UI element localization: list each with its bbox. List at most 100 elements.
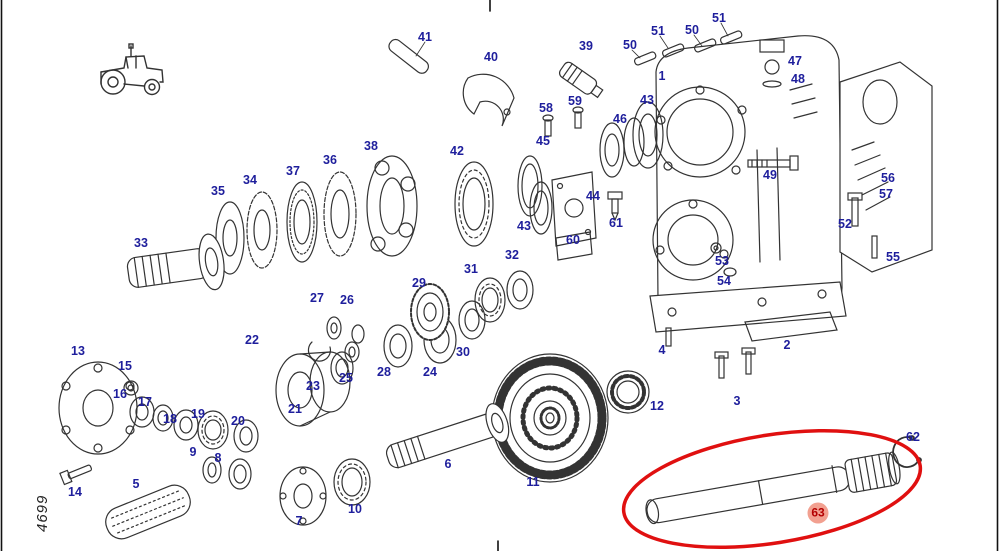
pins-50-51: [631, 22, 743, 66]
stud-55: [871, 235, 878, 259]
bolt-53: [710, 242, 722, 254]
part-label-28: 28: [377, 364, 391, 379]
ring-27: [326, 316, 342, 340]
part-label-57: 57: [879, 186, 893, 201]
housing-body: [652, 35, 843, 319]
side-housing: [839, 61, 933, 273]
ring-26: [351, 324, 365, 344]
part-label-49: 49: [763, 167, 777, 182]
part-label-55: 55: [886, 249, 900, 264]
part-label-30: 30: [456, 344, 470, 359]
stud-49: [747, 155, 799, 171]
clamp-40: [462, 73, 515, 127]
bearing-12: [606, 370, 650, 414]
valve-61: [607, 191, 623, 222]
part-label-23: 23: [306, 378, 320, 393]
part-label-56: 56: [881, 170, 895, 185]
ring-20: [233, 419, 259, 453]
ring-32: [506, 270, 534, 310]
part-label-10: 10: [348, 501, 362, 516]
part-label-45: 45: [536, 133, 550, 148]
part-label-20: 20: [231, 413, 245, 428]
part-label-36: 36: [323, 152, 337, 167]
part-label-31: 31: [464, 261, 478, 276]
part-label-3: 3: [733, 393, 741, 408]
part-label-60: 60: [566, 232, 580, 247]
shaft-33: [126, 233, 225, 291]
bolt-3b: [741, 347, 756, 375]
housing-flange: [649, 242, 847, 379]
part-label-5: 5: [132, 476, 140, 491]
bolt-59: [572, 106, 584, 129]
shaft-6: [385, 403, 510, 469]
part-label-40: 40: [484, 49, 498, 64]
bolt-52: [847, 192, 863, 227]
bearing-31: [474, 277, 506, 323]
ring-17: [152, 404, 174, 432]
part-label-1: 1: [658, 68, 666, 83]
part-label-33: 33: [134, 235, 148, 250]
part-label-18: 18: [163, 411, 177, 426]
snap-ring-22: [307, 341, 332, 362]
carrier-38: [366, 155, 418, 257]
ring-8: [228, 458, 252, 490]
part-label-50: 50: [685, 22, 699, 37]
part-label-59: 59: [568, 93, 582, 108]
part-label-48: 48: [791, 71, 805, 86]
gear-29: [410, 283, 450, 341]
part-label-24: 24: [423, 364, 437, 379]
part-label-29: 29: [412, 275, 426, 290]
ring-28: [383, 324, 413, 368]
part-label-54: 54: [717, 273, 731, 288]
disc-34: [246, 191, 278, 269]
part-label-19: 19: [191, 406, 205, 421]
part-label-51: 51: [651, 23, 665, 38]
part-label-43: 43: [640, 92, 654, 107]
part-label-39: 39: [579, 38, 593, 53]
part-label-32: 32: [505, 247, 519, 262]
part-label-37: 37: [286, 163, 300, 178]
part-label-35: 35: [211, 183, 225, 198]
ring-23: [330, 351, 354, 385]
part-label-8: 8: [214, 450, 222, 465]
part-label-52: 52: [838, 216, 852, 231]
part-label-25: 25: [339, 370, 353, 385]
plug-39: [558, 61, 604, 99]
part-label-7: 7: [295, 513, 303, 528]
pin-41: [388, 38, 429, 74]
pto-shaft-63: [645, 451, 901, 525]
part-label-15: 15: [118, 358, 132, 373]
part-label-17: 17: [138, 394, 152, 409]
part-label-6: 6: [444, 456, 452, 471]
part-label-50: 50: [623, 37, 637, 52]
drum-21: [275, 351, 351, 427]
bearing-10: [333, 458, 371, 506]
ring-9: [202, 456, 222, 484]
part-label-58: 58: [539, 100, 553, 115]
part-label-53: 53: [715, 253, 729, 268]
bearing-19: [197, 410, 229, 450]
part-label-27: 27: [310, 290, 324, 305]
sleeve-5: [105, 484, 191, 540]
plate-60: [555, 231, 593, 261]
part-label-21: 21: [288, 401, 302, 416]
highlight-ellipse: [621, 428, 923, 550]
part-label-2: 2: [783, 337, 791, 352]
part-label-51: 51: [712, 10, 726, 25]
part-label-9: 9: [189, 444, 197, 459]
part-label-22: 22: [245, 332, 259, 347]
part-label-12: 12: [650, 398, 664, 413]
part-label-44: 44: [586, 188, 600, 203]
stud-4: [665, 327, 672, 347]
bolt-3a: [714, 351, 729, 379]
ring-25: [344, 341, 360, 363]
part-label-13: 13: [71, 343, 85, 358]
part-label-4: 4: [658, 342, 666, 357]
part-label-42: 42: [450, 143, 464, 158]
cover-7: [279, 466, 327, 526]
drawing-code: 4699: [34, 494, 51, 532]
